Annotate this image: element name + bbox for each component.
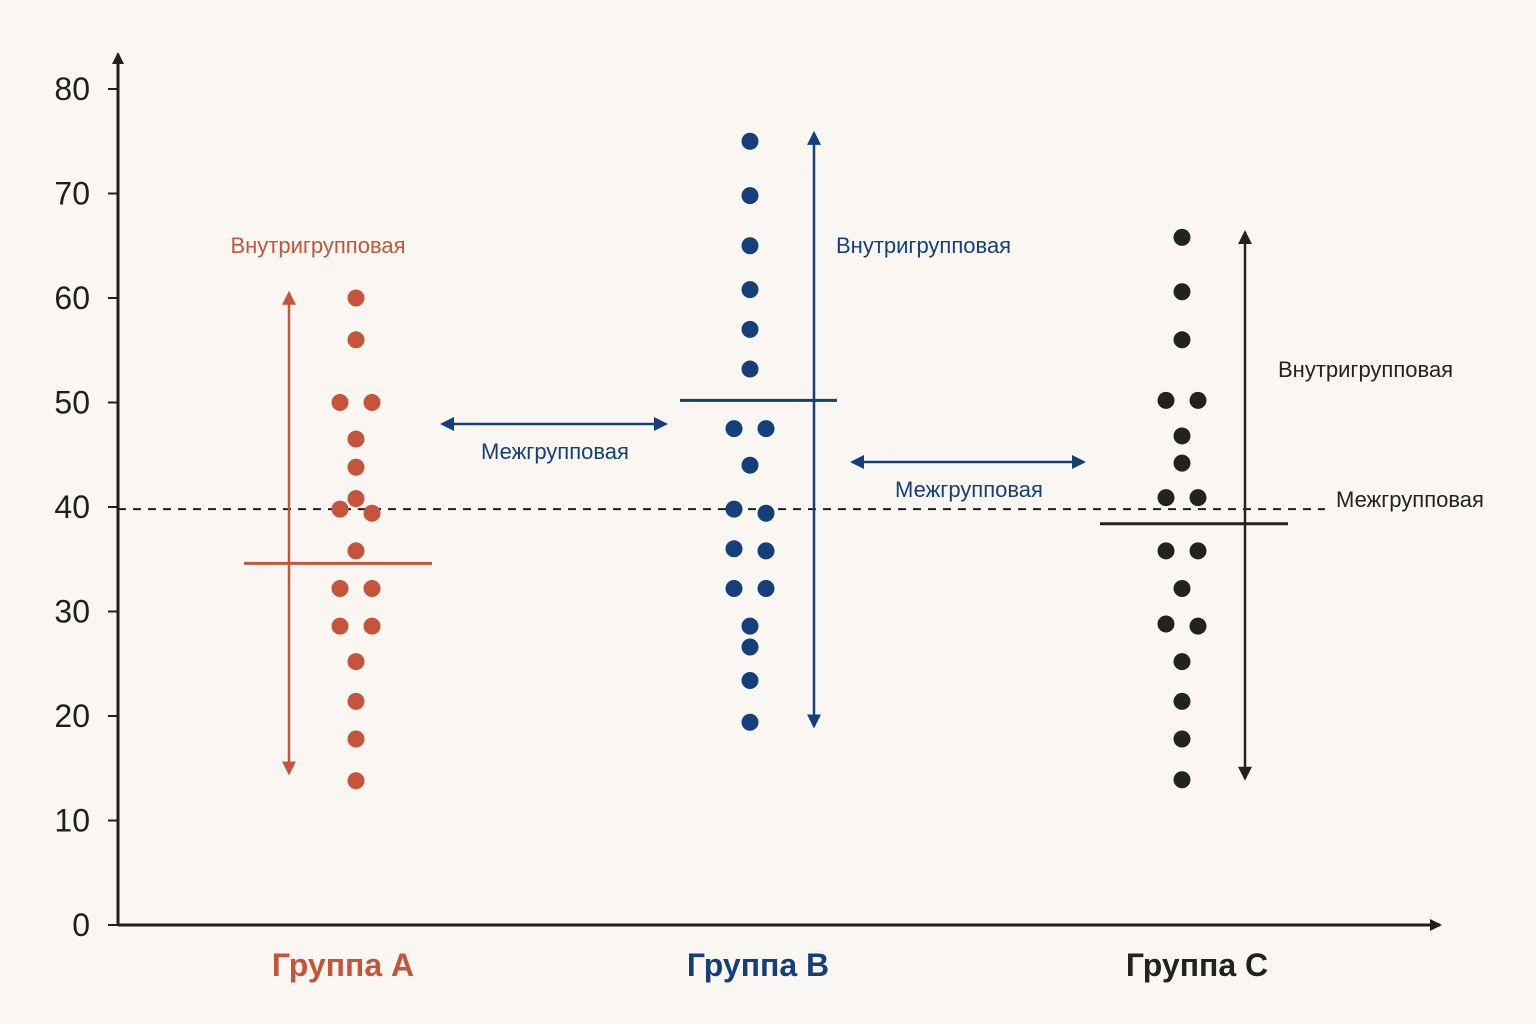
group-A: Внутригрупповая — [230, 233, 432, 790]
data-point — [347, 730, 365, 748]
data-point — [347, 653, 365, 671]
data-point — [347, 430, 365, 448]
data-point — [1173, 427, 1191, 445]
data-point — [725, 580, 743, 598]
group-B: Внутригрупповая — [680, 130, 1011, 731]
data-point — [331, 394, 349, 411]
data-point — [347, 542, 365, 560]
data-point — [741, 320, 759, 338]
data-point — [347, 692, 365, 710]
data-point — [1173, 580, 1191, 598]
data-point — [1157, 391, 1175, 409]
data-point — [741, 638, 759, 656]
data-point — [347, 289, 365, 307]
data-point — [741, 671, 759, 689]
data-point — [1157, 615, 1175, 633]
data-point — [1189, 489, 1207, 507]
y-tick-label: 20 — [54, 698, 90, 734]
data-point — [741, 237, 759, 255]
data-point — [1173, 730, 1191, 748]
y-tick-label: 70 — [54, 176, 90, 212]
data-point — [741, 617, 759, 635]
data-point — [1189, 391, 1207, 409]
data-point — [1173, 454, 1191, 472]
data-point — [741, 187, 759, 205]
data-point — [757, 420, 775, 438]
data-point — [363, 617, 381, 635]
data-point — [1173, 283, 1191, 301]
data-point — [1173, 331, 1191, 349]
data-point — [757, 504, 775, 522]
data-point — [1173, 692, 1191, 710]
data-point — [725, 540, 743, 558]
data-point — [1173, 653, 1191, 671]
data-point — [1157, 489, 1175, 507]
data-point — [741, 281, 759, 299]
data-point — [1189, 617, 1207, 635]
data-point — [741, 132, 759, 150]
data-point — [1173, 771, 1191, 789]
data-point — [347, 331, 365, 349]
group-label-B: Группа B — [687, 947, 829, 983]
data-point — [363, 580, 381, 598]
data-point — [331, 580, 349, 598]
data-point — [1173, 228, 1191, 246]
data-point — [331, 500, 349, 518]
y-tick-label: 30 — [54, 594, 90, 630]
data-point — [331, 617, 349, 635]
data-point — [363, 394, 381, 411]
y-tick-label: 0 — [72, 907, 90, 943]
data-point — [1157, 542, 1175, 560]
data-point — [347, 490, 365, 508]
group-label-C: Группа C — [1126, 947, 1268, 983]
between-group-label: Межгрупповая — [895, 477, 1043, 502]
data-point — [757, 542, 775, 560]
data-point — [757, 580, 775, 598]
data-point — [363, 504, 381, 522]
data-point — [741, 456, 759, 474]
data-point — [347, 458, 365, 476]
y-tick-label: 80 — [54, 71, 90, 107]
within-group-label: Внутригрупповая — [836, 233, 1011, 258]
y-tick-label: 60 — [54, 280, 90, 316]
group-labels: Группа A Группа B Группа C — [272, 947, 1268, 983]
data-point — [347, 772, 365, 790]
within-group-label: Внутригрупповая — [230, 233, 405, 258]
data-point — [1189, 542, 1207, 560]
y-tick-label: 40 — [54, 489, 90, 525]
within-group-label: Внутригрупповая — [1278, 357, 1453, 382]
group-C: Внутригрупповая — [1100, 228, 1453, 789]
y-ticks: 0 10 20 30 40 50 60 70 80 — [54, 71, 118, 943]
data-point — [725, 500, 743, 518]
between-group-label: Межгрупповая — [481, 439, 629, 464]
data-point — [741, 360, 759, 378]
grand-mean-label: Межгрупповая — [1336, 487, 1484, 512]
data-point — [725, 420, 743, 438]
y-tick-label: 50 — [54, 385, 90, 421]
group-label-A: Группа A — [272, 947, 414, 983]
data-point — [741, 713, 759, 731]
y-tick-label: 10 — [54, 803, 90, 839]
